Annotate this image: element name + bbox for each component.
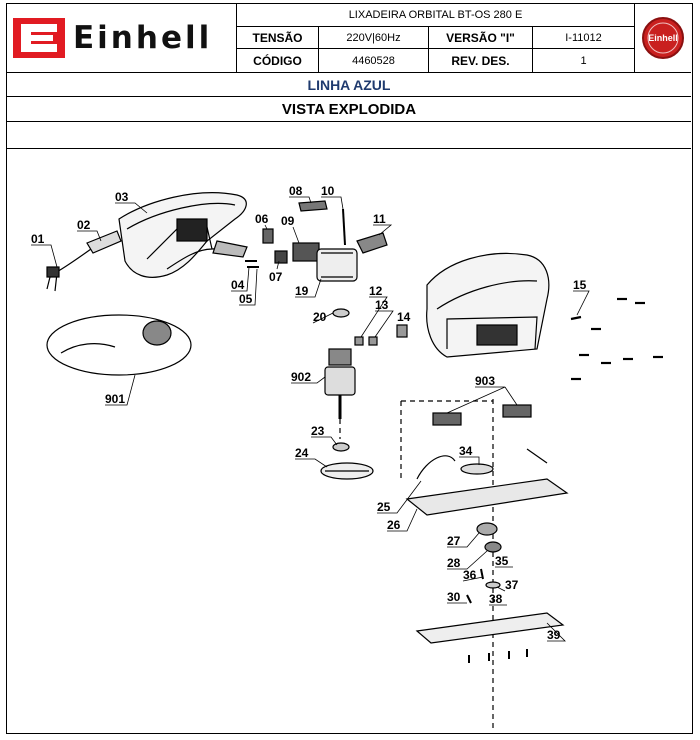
svg-text:903: 903 — [475, 374, 495, 388]
svg-text:34: 34 — [459, 444, 473, 458]
svg-text:20: 20 — [313, 310, 327, 324]
svg-text:09: 09 — [281, 214, 295, 228]
svg-text:04: 04 — [231, 278, 245, 292]
rev-value: 1 — [533, 49, 635, 72]
svg-text:03: 03 — [115, 190, 129, 204]
product-title: LIXADEIRA ORBITAL BT-OS 280 E — [237, 4, 635, 27]
view-title: VISTA EXPLODIDA — [7, 96, 691, 121]
codigo-value: 4460528 — [319, 49, 429, 72]
svg-text:11: 11 — [373, 212, 386, 226]
svg-text:07: 07 — [269, 270, 283, 284]
part-detail-901-icon — [46, 314, 192, 376]
svg-text:01: 01 — [31, 232, 45, 246]
blank-row — [7, 121, 691, 148]
svg-text:35: 35 — [495, 554, 509, 568]
svg-text:15: 15 — [573, 278, 587, 292]
brand-logo: Einhell — [7, 4, 237, 72]
svg-text:23: 23 — [311, 424, 325, 438]
svg-text:902: 902 — [291, 370, 311, 384]
line-name: LINHA AZUL — [7, 72, 691, 96]
part-armature-icon — [324, 348, 356, 419]
svg-text:02: 02 — [77, 218, 91, 232]
svg-text:06: 06 — [255, 212, 269, 226]
svg-text:37: 37 — [505, 578, 519, 592]
logo-mark-icon — [13, 18, 65, 58]
title-block: Einhell LIXADEIRA ORBITAL BT-OS 280 E TE… — [7, 4, 691, 72]
svg-text:27: 27 — [447, 534, 461, 548]
svg-text:13: 13 — [375, 298, 389, 312]
part-upper-housing-icon — [426, 252, 550, 358]
svg-text:38: 38 — [489, 592, 503, 606]
drawing-sheet: Einhell LIXADEIRA ORBITAL BT-OS 280 E TE… — [6, 3, 693, 734]
tensao-value: 220V|60Hz — [319, 27, 429, 49]
versao-label: VERSÃO "I" — [429, 27, 533, 49]
svg-text:30: 30 — [447, 590, 461, 604]
svg-text:19: 19 — [295, 284, 309, 298]
svg-text:05: 05 — [239, 292, 253, 306]
part-cord-icon — [46, 248, 92, 292]
svg-text:25: 25 — [377, 500, 391, 514]
codigo-label: CÓDIGO — [237, 49, 319, 72]
tensao-label: TENSÃO — [237, 27, 319, 49]
versao-value: I-11012 — [533, 27, 635, 49]
part-housing-icon — [118, 192, 248, 278]
svg-text:12: 12 — [369, 284, 383, 298]
svg-text:08: 08 — [289, 184, 303, 198]
svg-text:901: 901 — [105, 392, 125, 406]
svg-text:10: 10 — [321, 184, 335, 198]
svg-text:36: 36 — [463, 568, 477, 582]
svg-text:26: 26 — [387, 518, 401, 532]
part-sleeve-icon — [86, 230, 122, 254]
svg-text:28: 28 — [447, 556, 461, 570]
svg-text:39: 39 — [547, 628, 561, 642]
part-screws-icon — [570, 297, 663, 381]
part-stator-icon — [316, 248, 358, 282]
svg-text:Einhell: Einhell — [648, 33, 678, 43]
rev-label: REV. DES. — [429, 49, 533, 72]
part-labels: 01 02 03 04 05 06 07 08 09 10 11 19 20 1… — [31, 184, 590, 642]
exploded-view-drawing: 01 02 03 04 05 06 07 08 09 10 11 19 20 1… — [7, 148, 691, 735]
brand-name: Einhell — [73, 20, 213, 56]
svg-text:24: 24 — [295, 446, 309, 460]
quality-badge-icon: Einhell — [635, 4, 691, 72]
svg-text:14: 14 — [397, 310, 411, 324]
